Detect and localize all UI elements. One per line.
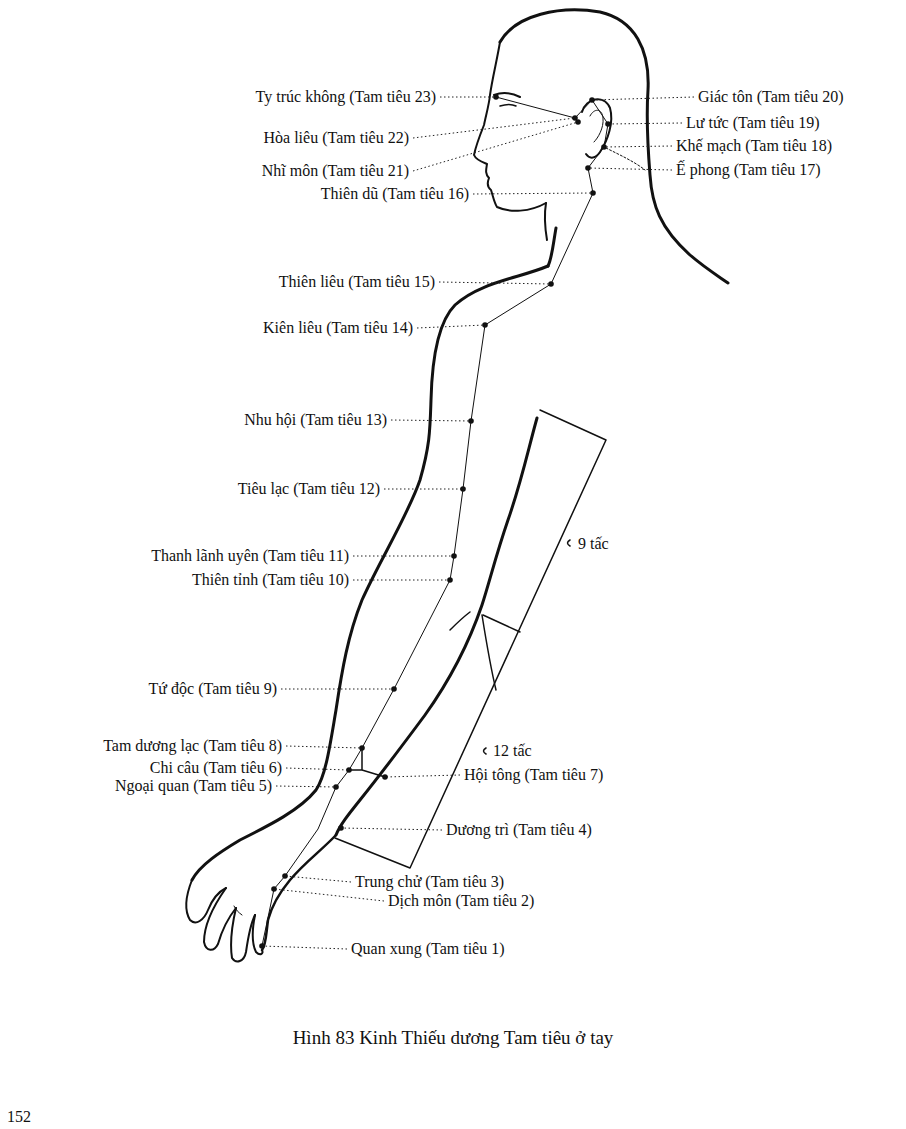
acupoint-label: Khế mạch (Tam tiêu 18) (675, 137, 833, 155)
acupoint-dot (282, 873, 288, 879)
acupoint-dot (590, 190, 596, 196)
dimension-label: 12 tấc (492, 742, 533, 760)
leader-line (473, 193, 593, 194)
acupoint-label: Hội tông (Tam tiêu 7) (463, 766, 604, 784)
acupoint-dot (359, 745, 365, 751)
acupoint-label: Lư tức (Tam tiêu 19) (685, 114, 821, 132)
acupoint-label: Thiên dũ (Tam tiêu 16) (320, 185, 470, 203)
acupoint-dot (601, 144, 607, 150)
acupoint-label: Tứ độc (Tam tiêu 9) (148, 680, 278, 698)
acupoint-label: Giác tôn (Tam tiêu 20) (697, 88, 845, 106)
acupoint-label: Thanh lãnh uyên (Tam tiêu 11) (150, 547, 350, 565)
acupoint-dot (575, 119, 581, 125)
acupoint-dot (391, 686, 397, 692)
page-number: 152 (6, 1108, 32, 1126)
acupoint-label: Trung chử (Tam tiêu 3) (354, 873, 505, 891)
leader-line (588, 168, 672, 170)
acupoint-dot (589, 97, 595, 103)
leader-line (286, 746, 362, 748)
leader-line (384, 489, 463, 490)
leader-line (592, 97, 694, 100)
acupoint-dot (585, 165, 591, 171)
acupoint-dot (468, 418, 474, 424)
acupoint-label: Tiêu lạc (Tam tiêu 12) (237, 480, 381, 498)
acupoint-dot (447, 577, 453, 583)
acupoint-dot (451, 553, 457, 559)
leader-line (276, 786, 336, 787)
acupoint-label: Thiên tỉnh (Tam tiêu 10) (191, 571, 350, 589)
acupoint-dot (493, 94, 499, 100)
acupoint-dot (338, 825, 344, 831)
leader-line (417, 325, 485, 328)
acupoint-dot (382, 774, 388, 780)
leader-line (413, 122, 578, 171)
acupoint-label: Hòa liêu (Tam tiêu 22) (263, 129, 411, 147)
acupoint-label: Thiên liêu (Tam tiêu 15) (278, 273, 436, 291)
acupoint-label: Ngoại quan (Tam tiêu 5) (114, 777, 273, 795)
dimension-label: 9 tấc (577, 535, 610, 553)
leader-line (608, 123, 682, 124)
acupoint-label: Chi câu (Tam tiêu 6) (149, 759, 283, 777)
acupoint-dot (605, 121, 611, 127)
leader-line (391, 420, 471, 421)
leader-line (353, 556, 454, 557)
acupoint-label: Quan xung (Tam tiêu 1) (350, 940, 506, 958)
leader-line (604, 146, 672, 147)
acupoint-label: Ế phong (Tam tiêu 17) (675, 161, 822, 179)
acupoint-label: Ty trúc không (Tam tiêu 23) (255, 88, 437, 106)
acupoint-label: Nhĩ môn (Tam tiêu 21) (261, 162, 410, 180)
leader-line (341, 828, 442, 830)
leader-line (385, 775, 460, 777)
leader-line (281, 689, 394, 690)
acupoint-label: Nhu hội (Tam tiêu 13) (243, 411, 388, 429)
leader-line (353, 580, 450, 581)
acupoint-dot (346, 767, 352, 773)
acupoint-dot (271, 886, 277, 892)
acupoint-label: Dương trì (Tam tiêu 4) (445, 821, 593, 839)
acupoint-label: Dịch môn (Tam tiêu 2) (387, 892, 535, 910)
leader-line (262, 946, 347, 949)
leader-line (439, 282, 551, 284)
acupoint-label: Kiên liêu (Tam tiêu 14) (262, 319, 414, 337)
acupoint-dot (482, 322, 488, 328)
leader-line (413, 118, 575, 138)
leader-line (285, 876, 351, 882)
acupoint-dot (548, 281, 554, 287)
acupoint-dot (460, 486, 466, 492)
acupoint-dot (259, 943, 265, 949)
caption: Hình 83 Kinh Thiếu dương Tam tiêu ở tay (292, 1029, 615, 1047)
leader-line (286, 768, 349, 770)
leader-line (440, 97, 496, 98)
acupoint-dot (333, 784, 339, 790)
acupoint-label: Tam dương lạc (Tam tiêu 8) (102, 737, 283, 755)
